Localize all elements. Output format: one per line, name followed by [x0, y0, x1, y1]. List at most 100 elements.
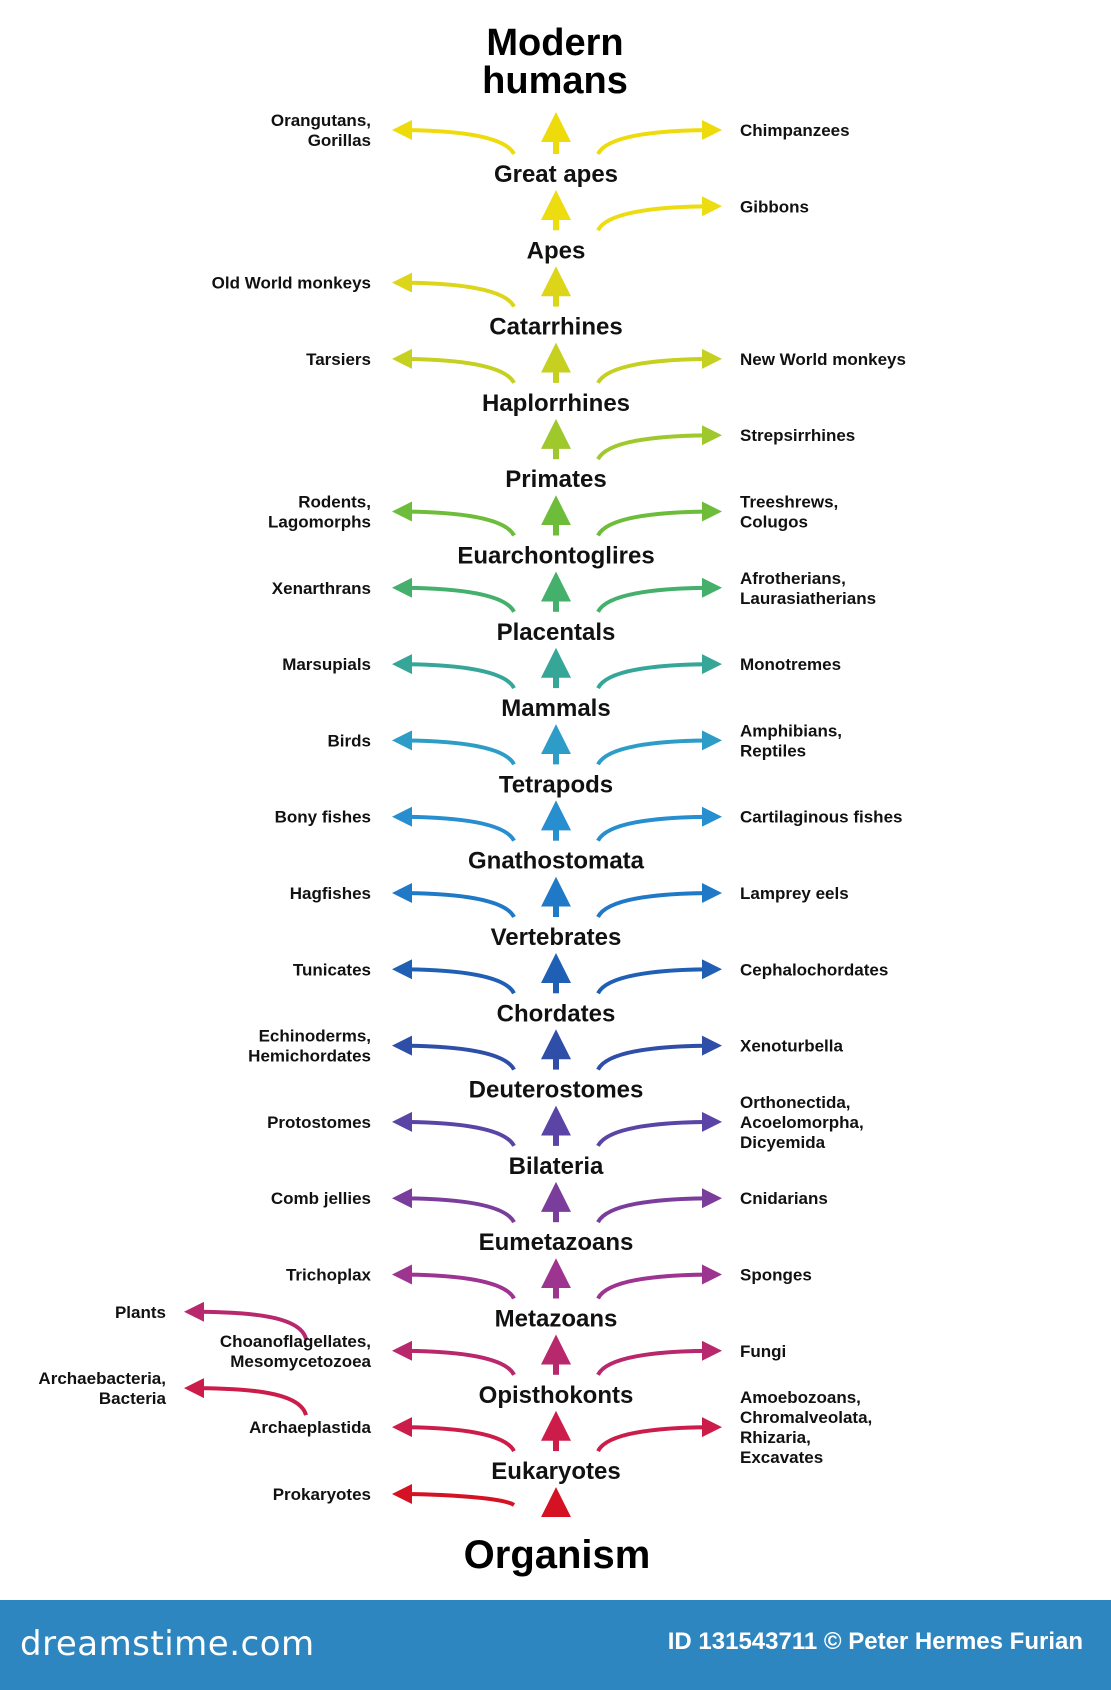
left-branch-arrow	[392, 959, 516, 995]
left-label-rodents-line: Rodents,	[298, 493, 371, 512]
left-label-protostomes-line: Protostomes	[267, 1113, 371, 1132]
node-apes: Apes	[527, 237, 586, 264]
top-title-line-1: Modern	[486, 22, 623, 64]
node-metazoans: Metazoans	[495, 1306, 618, 1333]
branch-layer	[184, 112, 722, 1518]
left-branch-arrow	[392, 1188, 516, 1224]
node-gnathostomata: Gnathostomata	[468, 848, 645, 875]
right-label-amphibians-line: Reptiles	[740, 741, 806, 760]
left-label-archaeplastida-line: Archaeplastida	[249, 1418, 371, 1437]
right-branch-arrow	[596, 883, 722, 919]
right-label-orthonectida-line: Acoelomorpha,	[740, 1113, 864, 1132]
brand-logo-text[interactable]: dreamstime.com	[20, 1624, 315, 1664]
left-branch-arrow	[392, 1484, 516, 1507]
left-label-bony-fishes-line: Bony fishes	[275, 808, 371, 827]
left-branch-arrow	[392, 501, 516, 537]
right-label-sponges-line: Sponges	[740, 1266, 812, 1285]
left-branch-arrow	[392, 1111, 516, 1148]
evolution-tree-diagram: Modern humans Orangutans,Gorillas Chimpan…	[38, 22, 906, 1577]
right-branch-arrow	[596, 501, 722, 537]
right-branch-arrow	[596, 577, 722, 613]
right-branch-arrow	[596, 959, 722, 995]
node-mammals: Mammals	[501, 695, 610, 722]
left-label-comb-jellies-line: Comb jellies	[271, 1189, 371, 1208]
left-branch-arrow	[392, 348, 516, 385]
node-eukaryotes: Eukaryotes	[491, 1458, 620, 1485]
right-label-amoebozoans-line: Excavates	[740, 1448, 823, 1467]
node-euarchontoglires: Euarchontoglires	[457, 543, 654, 570]
right-branch-arrow	[596, 1111, 722, 1148]
right-branch-arrow	[596, 1188, 722, 1224]
right-label-afrotherians-line: Laurasiatherians	[740, 589, 876, 608]
node-vertebrates: Vertebrates	[491, 924, 622, 951]
left-branch-arrow	[392, 577, 516, 613]
node-primates: Primates	[505, 466, 606, 493]
far-left-label-archaebacteria-line: Archaebacteria,	[38, 1369, 166, 1388]
right-label-afrotherians-line: Afrotherians,	[740, 569, 846, 588]
node-catarrhines: Catarrhines	[489, 314, 622, 341]
right-branch-arrow	[596, 806, 722, 842]
right-label-lamprey-eels-line: Lamprey eels	[740, 884, 849, 903]
right-label-orthonectida-line: Dicyemida	[740, 1133, 826, 1152]
far-left-branch-arrow	[184, 1378, 308, 1416]
far-left-label-archaebacteria-line: Bacteria	[99, 1389, 167, 1408]
right-label-cephalochordates-line: Cephalochordates	[740, 960, 888, 979]
node-great-apes: Great apes	[494, 161, 618, 188]
right-branch-arrow	[596, 1340, 722, 1376]
left-label-old-world-monkeys-line: Old World monkeys	[212, 274, 371, 293]
right-label-xenoturbella-line: Xenoturbella	[740, 1037, 844, 1056]
left-label-tunicates-line: Tunicates	[293, 960, 371, 979]
right-label-treeshrews-line: Colugos	[740, 513, 808, 532]
right-branch-arrow	[596, 425, 722, 461]
right-branch-arrow	[596, 196, 722, 232]
right-label-gibbons-line: Gibbons	[740, 197, 809, 216]
node-haplorrhines: Haplorrhines	[482, 390, 630, 417]
top-title-line-2: humans	[482, 60, 628, 102]
node-bilateria: Bilateria	[509, 1153, 604, 1180]
left-branch-arrow	[392, 1340, 516, 1376]
left-branch-arrow	[392, 883, 516, 919]
right-label-amoebozoans-line: Chromalveolata,	[740, 1408, 872, 1427]
right-label-strepsirrhines-line: Strepsirrhines	[740, 426, 855, 445]
left-label-birds-line: Birds	[328, 731, 371, 750]
left-branch-arrow	[392, 654, 516, 690]
right-label-orthonectida-line: Orthonectida,	[740, 1093, 851, 1112]
right-label-cnidarians-line: Cnidarians	[740, 1189, 828, 1208]
left-branch-arrow	[392, 1035, 516, 1071]
right-branch-arrow	[596, 1035, 722, 1071]
left-branch-arrow	[392, 1417, 516, 1453]
right-label-cartilaginous-fishes-line: Cartilaginous fishes	[740, 808, 902, 827]
right-label-new-world-monkeys-line: New World monkeys	[740, 350, 906, 369]
right-label-treeshrews-line: Treeshrews,	[740, 493, 838, 512]
left-branch-arrow	[392, 806, 516, 842]
left-label-hagfishes-line: Hagfishes	[290, 884, 371, 903]
right-branch-arrow	[596, 730, 722, 766]
right-branch-arrow	[596, 654, 722, 690]
far-left-branch-arrow	[184, 1301, 308, 1340]
right-branch-arrow	[596, 120, 722, 156]
node-deuterostomes: Deuterostomes	[469, 1077, 644, 1104]
left-branch-arrow	[392, 120, 516, 156]
left-label-tarsiers-line: Tarsiers	[306, 350, 371, 369]
left-label-echinoderms-line: Hemichordates	[248, 1047, 371, 1066]
left-label-choanoflagellates-line: Mesomycetozoea	[230, 1352, 371, 1371]
root-title: Organism	[464, 1533, 651, 1577]
right-label-chimpanzees-line: Chimpanzees	[740, 121, 850, 140]
far-left-label-plants-line: Plants	[115, 1303, 166, 1322]
left-label-marsupials-line: Marsupials	[282, 655, 371, 674]
node-placentals: Placentals	[497, 619, 616, 646]
left-branch-arrow	[392, 272, 516, 308]
footer-bar: dreamstime.com ID 131543711 © Peter Herm…	[0, 1600, 1111, 1690]
left-branch-arrow	[392, 730, 516, 766]
node-eumetazoans: Eumetazoans	[479, 1229, 634, 1256]
right-branch-arrow	[596, 1264, 722, 1300]
right-branch-arrow	[596, 348, 722, 385]
right-label-amoebozoans-line: Rhizaria,	[740, 1428, 811, 1447]
right-label-fungi-line: Fungi	[740, 1342, 786, 1361]
right-branch-arrow	[596, 1417, 722, 1453]
left-label-rodents-line: Lagomorphs	[268, 513, 371, 532]
left-label-orangutans-line: Orangutans,	[271, 111, 371, 130]
left-label-orangutans-line: Gorillas	[308, 131, 371, 150]
left-label-prokaryotes-line: Prokaryotes	[273, 1485, 371, 1504]
